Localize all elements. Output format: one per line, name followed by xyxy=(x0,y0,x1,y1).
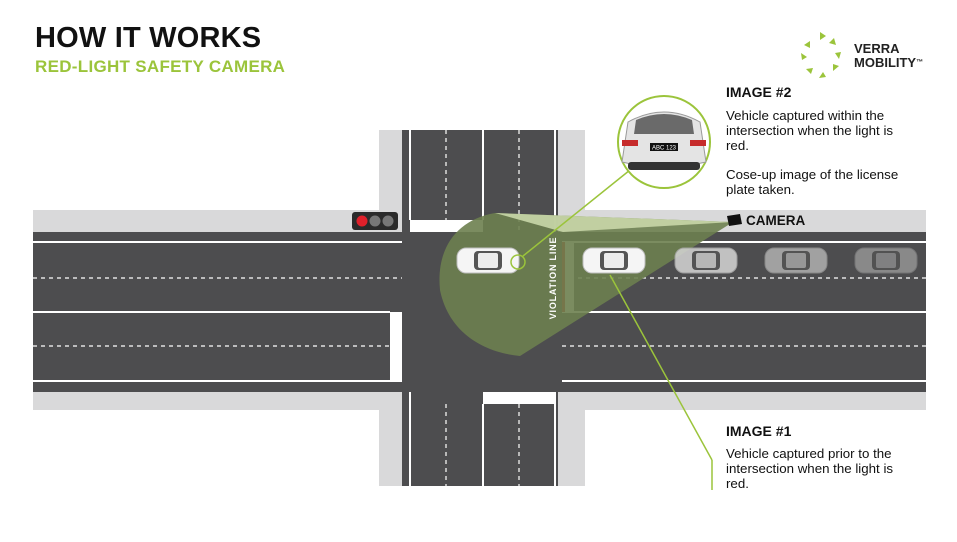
page-title: HOW IT WORKS xyxy=(35,22,262,54)
logo-trademark: ™ xyxy=(916,59,924,66)
camera-cone-highlight xyxy=(495,213,733,232)
violation-line-label: VIOLATION LINE xyxy=(548,236,558,320)
verra-mobility-logo: VERRA MOBILITY™ xyxy=(796,30,926,80)
car-before-intersection xyxy=(582,247,646,274)
image2-text1: Vehicle captured within the intersection… xyxy=(726,108,894,153)
page-subtitle: RED-LIGHT SAFETY CAMERA xyxy=(35,57,286,76)
camera-icon xyxy=(727,214,742,226)
license-plate-closeup: ABC 123 xyxy=(617,95,711,189)
stop-bar-south xyxy=(483,392,556,404)
queued-car-3 xyxy=(854,247,918,274)
car-in-intersection xyxy=(456,247,520,274)
camera-label: CAMERA xyxy=(746,213,806,228)
queued-car-2 xyxy=(764,247,828,274)
image2-focus-ring xyxy=(510,254,526,270)
image1-callout-line xyxy=(609,274,713,461)
image2-callout-line xyxy=(522,169,631,257)
image2-heading: IMAGE #2 xyxy=(726,84,792,100)
logo-wordmark: VERRA MOBILITY™ xyxy=(854,42,923,70)
image2-text2: Cose-up image of the license plate taken… xyxy=(726,167,899,197)
stop-bar-west xyxy=(390,312,402,382)
plate-text: ABC 123 xyxy=(652,146,677,152)
logo-line2: MOBILITY xyxy=(854,55,917,70)
logo-arrows-icon xyxy=(801,32,841,78)
traffic-light-icon xyxy=(352,212,398,230)
queued-car-1 xyxy=(674,247,738,274)
image1-text1: Vehicle captured prior to the intersecti… xyxy=(726,446,894,491)
logo-line1: VERRA xyxy=(854,41,900,56)
image1-heading: IMAGE #1 xyxy=(726,423,792,439)
